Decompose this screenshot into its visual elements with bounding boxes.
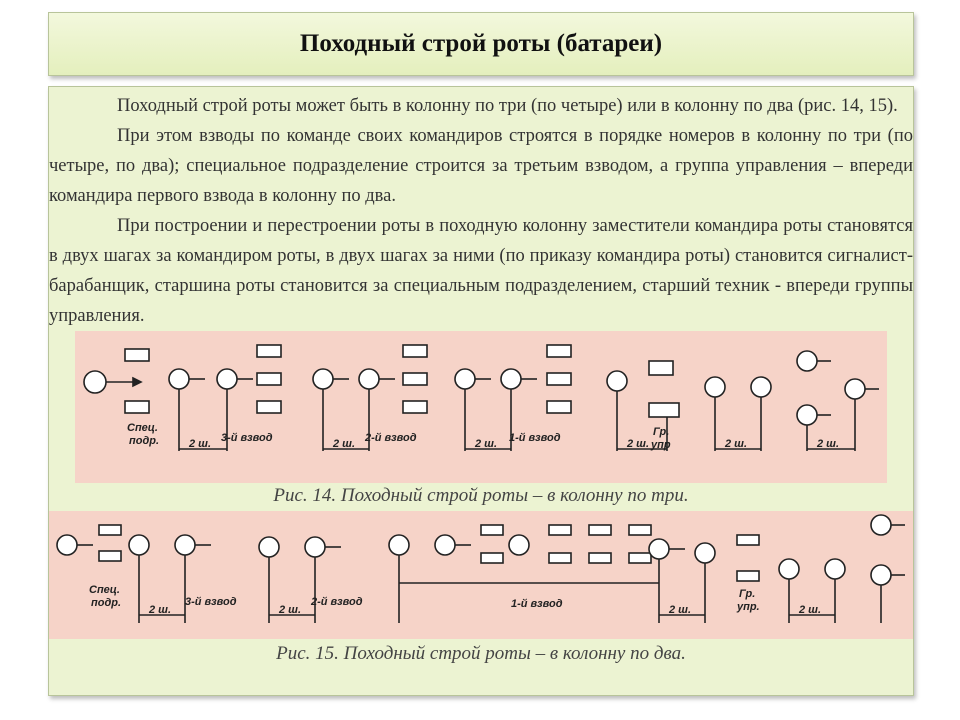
fig14-step-4: 2 ш. — [626, 438, 649, 450]
content-panel: Походный строй роты может быть в колонну… — [48, 86, 914, 696]
figure-14-caption: Рис. 14. Походный строй роты – в колонну… — [273, 485, 689, 506]
fig15-step-3: 2 ш. — [668, 604, 691, 616]
paragraph-1: Походный строй роты может быть в колонну… — [117, 96, 898, 116]
fig14-step-5: 2 ш. — [724, 438, 747, 450]
fig15-platoon-3-label: 3-й взвод — [185, 596, 237, 608]
figure-15-svg: Спец. подр. 3-й взвод 2-й взвод 1-й взво… — [56, 514, 905, 623]
fig14-group-label-2: упр — [650, 439, 671, 451]
paragraph-2: При этом взводы по команде своих команди… — [49, 126, 913, 206]
figure-15-diagram: Спец. подр. 3-й взвод 2-й взвод 1-й взво… — [49, 511, 913, 639]
fig14-spec-label-1: Спец. — [127, 422, 158, 434]
fig14-platoon-2-label: 2-й взвод — [364, 432, 417, 444]
title-banner: Походный строй роты (батареи) — [48, 12, 914, 76]
fig15-group-label-1: Гр. — [739, 588, 755, 600]
figure-14-svg: Спец. подр. 3-й взвод 2-й взвод 1-й взво… — [83, 344, 879, 451]
fig14-step-3: 2 ш. — [474, 438, 497, 450]
fig14-spec-label-2: подр. — [129, 435, 159, 447]
fig15-platoon-1-label: 1-й взвод — [511, 598, 563, 610]
figure-15-caption: Рис. 15. Походный строй роты – в колонну… — [276, 643, 686, 664]
fig14-step-6: 2 ш. — [816, 438, 839, 450]
fig15-step-2: 2 ш. — [278, 604, 301, 616]
fig15-step-4: 2 ш. — [798, 604, 821, 616]
fig14-step-2: 2 ш. — [332, 438, 355, 450]
fig15-step-1: 2 ш. — [148, 604, 171, 616]
body-text: Походный строй роты может быть в колонну… — [49, 91, 913, 331]
fig15-platoon-2-label: 2-й взвод — [310, 596, 363, 608]
slide-title: Походный строй роты (батареи) — [299, 30, 663, 57]
fig14-group-label-1: Гр. — [653, 426, 669, 438]
paragraph-3: При построении и перестроении роты в пох… — [49, 216, 913, 326]
fig15-spec-label-1: Спец. — [89, 584, 120, 596]
fig15-group-label-2: упр. — [736, 601, 760, 613]
figure-14-diagram: Спец. подр. 3-й взвод 2-й взвод 1-й взво… — [75, 331, 887, 483]
fig15-spec-label-2: подр. — [91, 597, 121, 609]
fig14-platoon-1-label: 1-й взвод — [509, 432, 561, 444]
fig14-platoon-3-label: 3-й взвод — [221, 432, 273, 444]
fig14-step-1: 2 ш. — [188, 438, 211, 450]
